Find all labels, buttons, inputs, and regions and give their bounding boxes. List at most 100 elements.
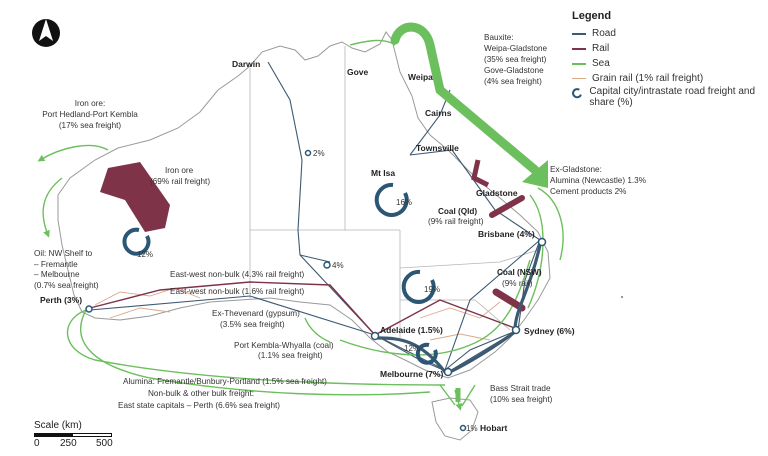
sea-swatch xyxy=(572,62,586,65)
label-perth: Perth (3%) xyxy=(40,295,82,305)
scale-tick-500: 500 xyxy=(96,438,113,449)
gladstone-rail-hook xyxy=(471,159,490,188)
city-markers xyxy=(85,149,547,432)
wa-share-icon xyxy=(122,227,151,256)
flow-port-kembla-label: Port Kembla-Whyalla (coal) (1.1% sea fre… xyxy=(234,341,334,360)
svg-text:Bass Strait trade: Bass Strait trade xyxy=(490,384,551,393)
label-brisbane: Brisbane (4%) xyxy=(478,229,535,239)
nsw-share-icon xyxy=(401,269,436,304)
svg-text:(17% sea freight): (17% sea freight) xyxy=(59,121,122,130)
svg-text:(1.1% sea freight): (1.1% sea freight) xyxy=(258,351,323,360)
svg-text:Iron ore: Iron ore xyxy=(165,166,194,175)
svg-text:Ex-Thevenard (gypsum): Ex-Thevenard (gypsum) xyxy=(212,309,300,318)
svg-text:(9% rail freight): (9% rail freight) xyxy=(428,217,484,226)
scale-bar: Scale (km) 0 250 500 xyxy=(34,420,134,450)
share-nt: 2% xyxy=(313,149,325,158)
sea-routes xyxy=(37,39,564,411)
flow-ex-gladstone-label: Ex-Gladstone: Alumina (Newcastle) 1.3% C… xyxy=(550,165,646,196)
svg-text:East state capitals – Perth (6: East state capitals – Perth (6.6% sea fr… xyxy=(118,401,280,410)
svg-text:(0.7% sea freight): (0.7% sea freight) xyxy=(34,281,99,290)
rail-network xyxy=(89,281,521,336)
legend-item-road: Road xyxy=(572,26,762,41)
label-gladstone: Gladstone xyxy=(476,188,518,198)
legend-item-capital: Capital city/intrastate road freight and… xyxy=(572,86,762,114)
share-wa: 12% xyxy=(137,250,153,259)
share-qld: 16% xyxy=(396,198,412,207)
svg-text:– Fremantle: – Fremantle xyxy=(34,260,78,269)
qld-share-icon xyxy=(374,182,409,217)
label-mt-isa: Mt Isa xyxy=(371,168,395,178)
flow-east-west-rail-label: East-west non-bulk (4.3% rail freight) xyxy=(170,270,305,279)
label-darwin: Darwin xyxy=(232,59,260,69)
share-sa-north: 4% xyxy=(332,261,344,270)
vic-share-icon xyxy=(415,342,438,365)
legend-item-grain-rail: Grain rail (1% rail freight) xyxy=(572,71,762,86)
bauxite-arrowhead xyxy=(522,160,548,188)
stray-dot xyxy=(621,296,623,298)
legend-label-grain-rail: Grain rail (1% rail freight) xyxy=(592,73,704,84)
flow-non-bulk-label: Non-bulk & other bulk freight: East stat… xyxy=(118,389,280,410)
capital-share-icon xyxy=(572,88,582,99)
capital-share-icons xyxy=(122,182,438,365)
flow-alumina-label: Alumina: Fremantle/Bunbury-Portland (1.5… xyxy=(123,377,327,386)
svg-text:(35% sea freight): (35% sea freight) xyxy=(484,55,547,64)
flow-bass-strait-label: Bass Strait trade (10% sea freight) xyxy=(490,384,553,404)
svg-text:Coal (NSW): Coal (NSW) xyxy=(497,268,542,277)
label-sydney: Sydney (6%) xyxy=(524,326,575,336)
svg-text:(3.5% sea freight): (3.5% sea freight) xyxy=(220,320,285,329)
share-vic: 12% xyxy=(404,344,420,353)
svg-text:Gove-Gladstone: Gove-Gladstone xyxy=(484,66,544,75)
coal-qld-rail-flow xyxy=(489,195,525,218)
iron-ore-rail-flow xyxy=(100,162,170,232)
svg-text:Port Hedland-Port Kembla: Port Hedland-Port Kembla xyxy=(42,110,138,119)
share-nsw: 19% xyxy=(424,285,440,294)
legend-label-capital: Capital city/intrastate road freight and… xyxy=(589,86,756,108)
svg-text:– Melbourne: – Melbourne xyxy=(34,270,80,279)
svg-text:Bauxite:: Bauxite: xyxy=(484,33,514,42)
flow-coal-qld-label: Coal (Qld) (9% rail freight) xyxy=(428,207,484,226)
svg-text:Oil: NW Shelf to: Oil: NW Shelf to xyxy=(34,249,93,258)
svg-text:Port Kembla-Whyalla (coal): Port Kembla-Whyalla (coal) xyxy=(234,341,334,350)
legend-label-road: Road xyxy=(592,28,616,39)
svg-text:(69% rail freight): (69% rail freight) xyxy=(150,177,210,186)
svg-text:(10% sea freight): (10% sea freight) xyxy=(490,395,553,404)
svg-text:Alumina (Newcastle) 1.3%: Alumina (Newcastle) 1.3% xyxy=(550,176,646,185)
legend-label-sea: Sea xyxy=(592,58,610,69)
scale-ticks: 0 250 500 xyxy=(34,438,134,450)
rail-swatch xyxy=(572,47,586,50)
legend-item-sea: Sea xyxy=(572,56,762,71)
svg-text:Coal (Qld): Coal (Qld) xyxy=(438,207,477,216)
flow-iron-ore-rail-label: Iron ore (69% rail freight) xyxy=(150,166,210,186)
label-weipa: Weipa xyxy=(408,72,433,82)
flow-coal-nsw-label: Coal (NSW) (9% rail) xyxy=(497,268,542,288)
flow-thevenard-label: Ex-Thevenard (gypsum) (3.5% sea freight) xyxy=(212,309,300,329)
label-gove: Gove xyxy=(347,67,369,77)
svg-text:(9% rail): (9% rail) xyxy=(502,279,533,288)
legend-item-rail: Rail xyxy=(572,41,762,56)
legend-title: Legend xyxy=(572,10,612,22)
road-swatch xyxy=(572,32,586,35)
label-melbourne: Melbourne (7%) xyxy=(380,369,443,379)
scale-bar-graphic xyxy=(34,433,112,437)
svg-text:Weipa-Gladstone: Weipa-Gladstone xyxy=(484,44,548,53)
svg-text:(4% sea freight): (4% sea freight) xyxy=(484,77,542,86)
flow-oil-label: Oil: NW Shelf to – Fremantle – Melbourne… xyxy=(34,249,99,290)
grain-rail-lines xyxy=(94,287,501,341)
flow-iron-ore-sea-label: Iron ore: Port Hedland-Port Kembla (17% … xyxy=(42,99,138,130)
svg-text:Cement products 2%: Cement products 2% xyxy=(550,187,626,196)
scale-tick-250: 250 xyxy=(60,438,77,449)
scale-tick-0: 0 xyxy=(34,438,40,449)
share-tas: 1% xyxy=(466,424,478,433)
label-hobart: Hobart xyxy=(480,423,508,433)
bauxite-sea-flow xyxy=(390,22,540,175)
legend: Legend Road Rail Sea Grain rail (1% rail… xyxy=(572,10,762,114)
svg-text:Non-bulk & other bulk freight:: Non-bulk & other bulk freight: xyxy=(148,389,254,398)
svg-text:Ex-Gladstone:: Ex-Gladstone: xyxy=(550,165,602,174)
scale-title: Scale (km) xyxy=(34,420,82,431)
coal-nsw-rail-flow xyxy=(492,288,526,312)
label-cairns: Cairns xyxy=(425,108,452,118)
flow-bauxite-label: Bauxite: Weipa-Gladstone (35% sea freigh… xyxy=(484,33,548,86)
grain-rail-swatch xyxy=(572,78,586,79)
legend-label-rail: Rail xyxy=(592,43,610,54)
